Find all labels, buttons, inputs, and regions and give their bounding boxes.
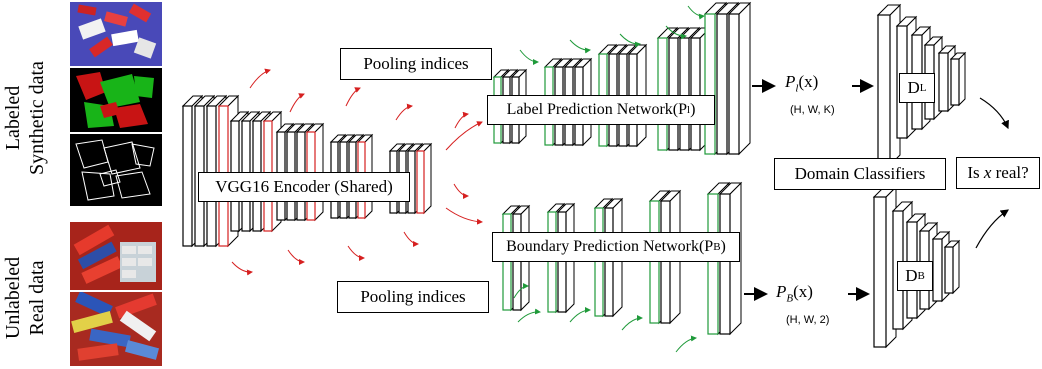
pooling-arrow-up-4 [395,103,413,121]
boundary-skip-arrow-3 [569,307,591,323]
pooling-arrow-up-5 [454,111,469,129]
encoder-to-label-arrow [445,121,483,151]
label-output-arg: (x) [798,72,819,91]
discriminator-label-subscript: L [919,82,927,94]
is-real-box: Is x real? [956,157,1040,189]
pooling-arrow-up-2 [289,93,305,113]
synthetic-rgb-image [70,2,162,66]
pooling-arrow-down-5 [453,183,469,199]
discriminator-boundary-symbol: D [905,266,918,285]
synthetic-segmentation-mask [70,68,162,132]
disc-boundary-to-question-arrow [975,209,1009,249]
label-skip-arrow-4 [665,25,687,40]
is-real-prefix: Is [967,163,980,182]
boundary-network-label: Boundary Prediction Network(P [506,238,714,255]
label-skip-arrow-5 [687,5,705,20]
boundary-output-dims: (H, W, 2) [786,314,830,326]
is-real-var: x [983,163,992,182]
boundary-skip-arrow-4 [621,315,643,331]
discriminator-label-symbol: D [907,78,920,97]
encoder-block-5-slab-4 [415,142,433,215]
label-output-formula: Pl(x) [785,72,818,94]
boundary-output-subscript: B [786,292,794,305]
pooling-arrow-down-2 [287,249,305,265]
label-network-suffix: ) [690,101,696,118]
label-output-symbol: P [785,72,796,91]
label-skip-arrow-1 [519,49,539,65]
label-network-label: Label Prediction Network(P [506,101,687,118]
pooling-indices-top: Pooling indices [363,54,469,73]
label-decoder-block-5-slab-3 [727,1,752,156]
pooling-arrow-up-1 [249,68,271,89]
real-image-top [70,222,162,290]
boundary-network-subscript: B [713,241,721,253]
boundary-output-formula: PB(x) [776,282,813,304]
label-skip-arrow-3 [619,33,641,48]
encoder-label-box: VGG16 Encoder (Shared) [198,172,410,202]
disc-boundary-6-slab-1 [943,239,961,295]
pooling-arrow-down-4 [403,231,419,247]
label-skip-arrow-2 [569,39,591,54]
boundary-skip-arrow-5 [675,335,697,353]
label-network-subscript: l [687,104,691,116]
real-image-bottom [70,292,162,366]
boundary-skip-arrow-2 [517,308,541,323]
disc-label-6-slab-1 [949,51,967,107]
domain-classifiers-label: Domain Classifiers [794,164,926,183]
boundary-output-arg: (x) [793,282,813,301]
pooling-arrow-up-3 [345,87,361,107]
encoder-label: VGG16 Encoder (Shared) [215,177,393,196]
boundary-skip-arrow-1 [513,283,529,299]
is-real-suffix: real? [995,163,1029,182]
domain-classifiers-box: Domain Classifiers [774,158,946,190]
boundary-output-symbol: P [776,282,787,301]
label-output-dims: (H, W, K) [790,104,835,116]
pooling-indices-bottom: Pooling indices [360,287,466,306]
pooling-indices-top-box: Pooling indices [340,48,492,80]
label-output-subscript: l [795,82,799,95]
pooling-arrow-down-3 [347,245,365,261]
encoder-to-boundary-arrow [445,207,483,225]
boundary-decoder-block-2-slab-2 [556,202,576,314]
pooling-indices-bottom-box: Pooling indices [337,281,489,313]
pooling-arrow-down-1 [231,261,253,276]
boundary-network-suffix: ) [720,238,726,255]
synthetic-boundary-mask [70,134,162,206]
disc-label-to-question-arrow [979,97,1009,130]
discriminator-boundary-subscript: B [917,270,925,282]
